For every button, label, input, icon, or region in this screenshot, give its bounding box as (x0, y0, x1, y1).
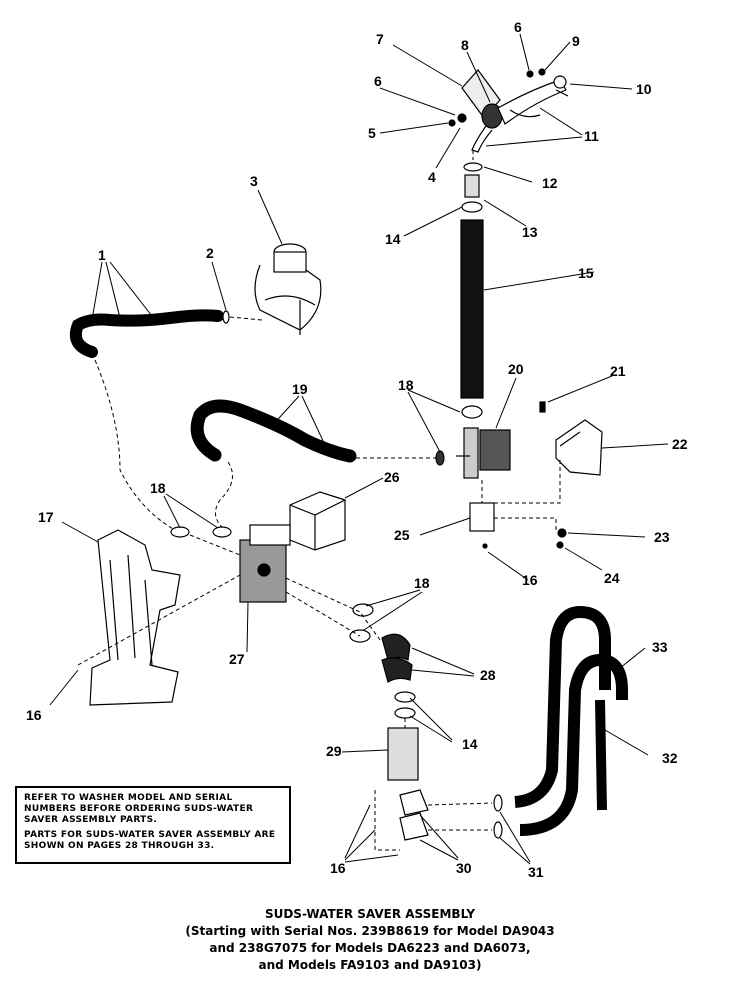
hose-33 (514, 605, 611, 808)
callout-6a: 6 (374, 73, 382, 89)
valve-assembly (435, 405, 511, 479)
ordering-note-box: Refer to washer model and serial numbers… (15, 786, 291, 864)
hose-19 (190, 399, 357, 463)
callout-30: 30 (456, 860, 472, 876)
long-tube (460, 219, 484, 399)
callout-16c: 16 (330, 860, 346, 876)
callout-23: 23 (654, 529, 670, 545)
callout-20: 20 (508, 361, 524, 377)
tube-coupling (461, 162, 483, 213)
callout-24: 24 (604, 570, 620, 586)
valve-block-27 (239, 524, 291, 603)
callout-8: 8 (461, 37, 469, 53)
callout-18a: 18 (398, 377, 414, 393)
callout-17: 17 (38, 509, 54, 525)
cabinet-frame-17 (89, 529, 181, 706)
callout-25: 25 (394, 527, 410, 543)
callout-22: 22 (672, 436, 688, 452)
callout-19: 19 (292, 381, 308, 397)
callout-16a: 16 (522, 572, 538, 588)
caption-title: SUDS-WATER SAVER ASSEMBLY (264, 907, 476, 921)
callout-31: 31 (528, 864, 544, 880)
callout-15: 15 (578, 265, 594, 281)
callout-12: 12 (542, 175, 558, 191)
dashed-connectors (77, 150, 561, 851)
bracket-22 (539, 401, 603, 476)
callout-14a: 14 (385, 231, 401, 247)
leader-lines (49, 33, 669, 865)
control-box-26 (289, 491, 346, 551)
caption-line-1: (Starting with Serial Nos. 239B8619 for … (185, 924, 555, 938)
callout-14b: 14 (462, 736, 478, 752)
callout-13: 13 (522, 224, 538, 240)
callout-32: 32 (662, 750, 678, 766)
diagram-caption: SUDS-WATER SAVER ASSEMBLY (Starting with… (120, 906, 620, 974)
callout-1: 1 (98, 247, 106, 263)
callout-labels: 1 2 3 4 5 6 6 7 8 9 10 11 12 13 14 15 18… (26, 19, 688, 880)
bracket-29 (387, 727, 419, 781)
callout-33: 33 (652, 639, 668, 655)
hose-1 (69, 309, 224, 358)
note-line-2: Parts for suds-water saver assembly are … (24, 830, 276, 851)
caption-line-3: and Models FA9103 and DA9103) (258, 958, 482, 972)
bracket-25 (469, 502, 567, 549)
callout-11: 11 (584, 128, 599, 144)
note-line-1: Refer to washer model and serial numbers… (24, 793, 254, 825)
callout-4: 4 (428, 169, 436, 185)
elbows-30 (399, 789, 429, 841)
callout-5: 5 (368, 125, 376, 141)
callout-6b: 6 (514, 19, 522, 35)
callout-18b: 18 (150, 480, 166, 496)
pump-3 (254, 243, 322, 335)
callout-9: 9 (572, 33, 580, 49)
callout-18c: 18 (414, 575, 430, 591)
callout-28: 28 (480, 667, 496, 683)
callout-7: 7 (376, 31, 384, 47)
hose-32 (519, 653, 628, 836)
callout-29: 29 (326, 743, 342, 759)
callout-2: 2 (206, 245, 214, 261)
callout-10: 10 (636, 81, 652, 97)
top-elbow-assembly (461, 69, 569, 153)
callout-3: 3 (250, 173, 258, 189)
fasteners-top (448, 68, 546, 127)
callout-16b: 16 (26, 707, 42, 723)
caption-line-2: and 238G7075 for Models DA6223 and DA607… (209, 941, 531, 955)
callout-26: 26 (384, 469, 400, 485)
elbows-28 (381, 633, 413, 683)
callout-21: 21 (610, 363, 626, 379)
callout-27: 27 (229, 651, 245, 667)
